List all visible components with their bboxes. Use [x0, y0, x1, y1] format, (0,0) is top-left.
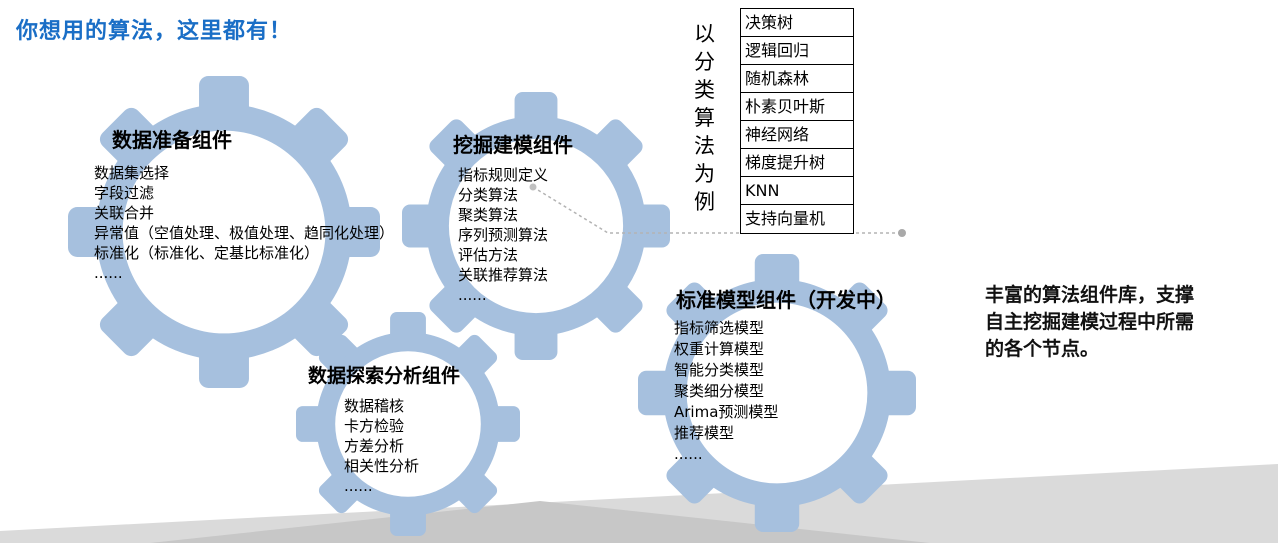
- list-item: Arima预测模型: [674, 403, 779, 421]
- component-list-data-prep: 数据集选择 字段过滤 关联合并 异常值（空值处理、极值处理、趋同化处理） 标准化…: [94, 163, 395, 283]
- component-list-mining: 指标规则定义 分类算法 聚类算法 序列预测算法 评估方法 关联推荐算法 ....…: [458, 165, 668, 305]
- table-row: 决策树: [741, 9, 853, 37]
- table-row: 神经网络: [741, 121, 853, 149]
- list-item: 数据集选择: [94, 164, 170, 182]
- list-item: 智能分类模型: [674, 361, 765, 379]
- component-heading-mining: 挖掘建模组件: [453, 133, 573, 157]
- list-item: 权重计算模型: [674, 340, 765, 358]
- list-item: 聚类算法: [458, 206, 519, 224]
- table-row: 支持向量机: [745, 209, 826, 228]
- list-item: ......: [458, 286, 487, 304]
- component-list-explore: 数据稽核 卡方检验 方差分析 相关性分析 ......: [344, 396, 524, 496]
- list-item: ......: [94, 264, 123, 282]
- table-row: 梯度提升树: [741, 149, 853, 177]
- list-item: 卡方检验: [344, 417, 405, 435]
- summary-note: 丰富的算法组件库，支撑自主挖掘建模过程中所需的各个节点。: [985, 284, 1195, 360]
- table-row: KNN: [741, 177, 853, 205]
- table-row: 随机森林: [741, 65, 853, 93]
- list-item: ......: [674, 445, 703, 463]
- list-item: 标准化（标准化、定基比标准化）: [94, 244, 320, 262]
- list-item: 序列预测算法: [458, 226, 549, 244]
- list-item: 分类算法: [458, 186, 519, 204]
- list-item: 指标筛选模型: [674, 319, 765, 337]
- component-heading-explore: 数据探索分析组件: [308, 365, 461, 387]
- list-item: 字段过滤: [94, 184, 155, 202]
- list-item: 聚类细分模型: [674, 382, 765, 400]
- table-row: 朴素贝叶斯: [741, 93, 853, 121]
- list-item: 数据稽核: [344, 397, 405, 415]
- list-item: 关联推荐算法: [458, 266, 549, 284]
- list-item: 推荐模型: [674, 424, 735, 442]
- component-heading-data-prep: 数据准备组件: [112, 128, 232, 152]
- list-item: 方差分析: [344, 437, 405, 455]
- list-item: 相关性分析: [344, 457, 420, 475]
- table-row: 逻辑回归: [741, 37, 853, 65]
- list-item: ......: [344, 477, 373, 495]
- page-title: 你想用的算法，这里都有！: [16, 19, 293, 44]
- list-item: 关联合并: [94, 204, 155, 222]
- classification-algorithms-table: 决策树 逻辑回归 随机森林 朴素贝叶斯 神经网络 梯度提升树 KNN 支持向量机: [740, 8, 854, 234]
- list-item: 指标规则定义: [458, 166, 549, 184]
- list-item: 异常值（空值处理、极值处理、趋同化处理）: [94, 224, 395, 242]
- list-item: 评估方法: [458, 246, 519, 264]
- component-list-model: 指标筛选模型 权重计算模型 智能分类模型 聚类细分模型 Arima预测模型 推荐…: [674, 318, 894, 465]
- component-heading-model: 标准模型组件（开发中）: [676, 288, 896, 312]
- callout-vertical-label: 以分类算法为例: [694, 22, 715, 214]
